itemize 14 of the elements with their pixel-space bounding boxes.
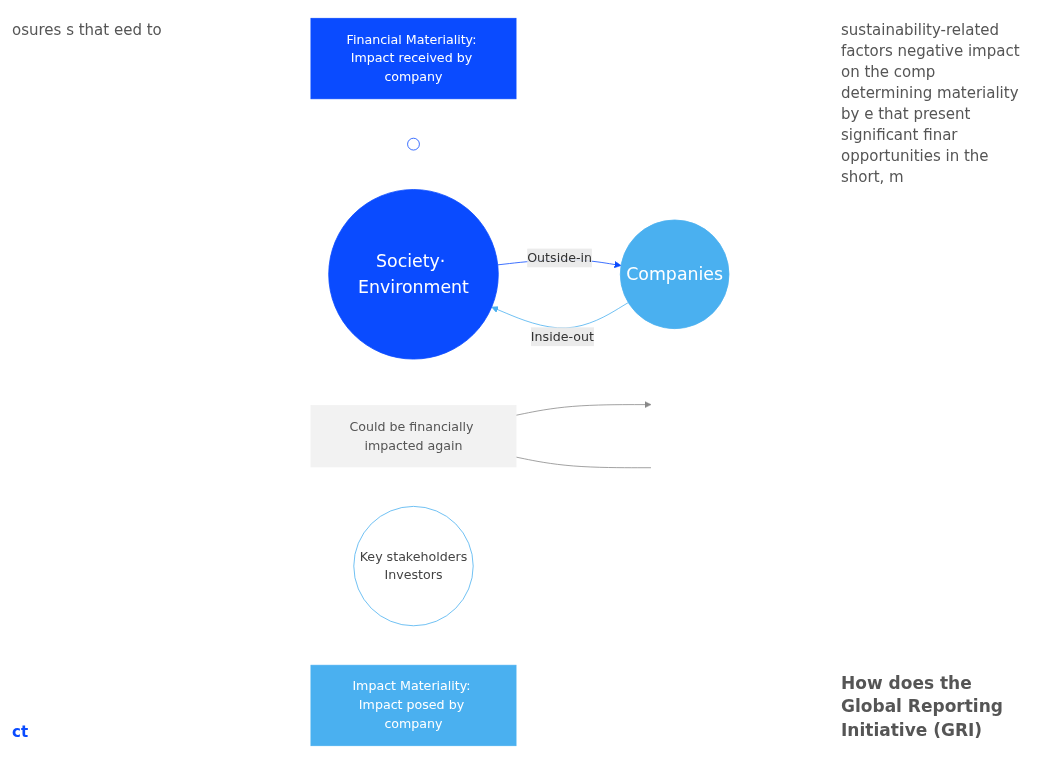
connector [515, 456, 651, 468]
node-circle [406, 137, 420, 150]
node-box: Impact Materiality: Impact posed by company [310, 664, 516, 746]
node-box: Financial Materiality: Impact received by company [310, 17, 516, 99]
node-circle: Society· Environment [327, 188, 499, 359]
edge-label: Inside-out [530, 328, 594, 344]
edge-label: Outside-in [526, 249, 592, 265]
heading-text: ct [12, 722, 30, 743]
paragraph-text: osures s that eed to [12, 20, 163, 41]
node-circle: Companies [619, 219, 729, 329]
node-circle: Key stakeholders Investors [352, 505, 474, 626]
paragraph-text: sustainability-related factors negative impact on the comp determining materiality by e that present significant finar opportunities in the short, m [841, 20, 1021, 188]
heading-text: How does the Global Reporting Initiative (GRI) [841, 671, 1004, 743]
node-box: Could be financially impacted again [310, 404, 516, 467]
